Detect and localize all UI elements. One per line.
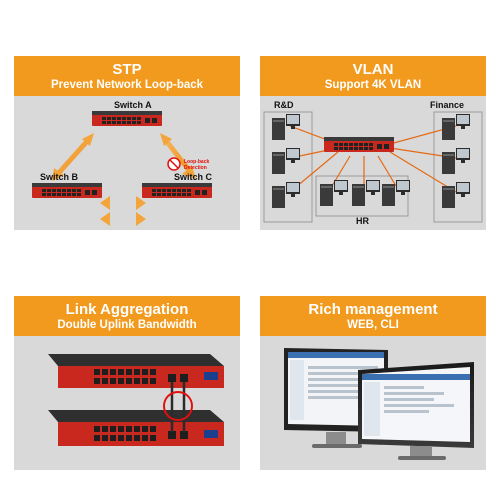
switch-c-icon [142,183,212,198]
group-finance-label: Finance [430,100,465,110]
group-hr-label: HR [356,216,369,226]
pc-hr-2-icon [352,180,380,206]
blocked-icon [167,157,181,171]
loopback-note-line1: Loop-back [184,159,210,165]
link-aggregation-title: Link Aggregation [65,300,189,318]
link-aggregation-diagram [48,354,224,446]
switch-b-icon [32,183,102,198]
back-monitor-icon [284,348,388,448]
aggregation-highlight-icon [163,391,193,421]
front-monitor-icon [358,362,474,460]
vlan-header: VLAN Support 4K VLAN [260,56,486,96]
pc-finance-1-icon [442,114,470,140]
link-aggregation-illustration [14,336,240,470]
vlan-title: VLAN [352,60,394,78]
loopback-note: Loop-back Detection [184,159,209,171]
switch-c-label: Switch C [174,172,213,182]
stp-diagram [32,111,212,226]
stp-illustration: Switch A Switch B Switch C Loop-back Det… [14,96,240,230]
management-illustration [260,336,486,470]
group-boxes [263,111,483,223]
stp-header: STP Prevent Network Loop-back [14,56,240,96]
pc-rd-2-icon [272,148,300,174]
vlan-illustration: R&D Finance HR [260,96,486,230]
link-arrow-ac-icon [160,133,196,179]
stp-subtitle: Prevent Network Loop-back [50,78,204,91]
link-aggregation-header: Link Aggregation Double Uplink Bandwidth [14,296,240,336]
stp-panel: STP Prevent Network Loop-back [14,56,240,230]
uplink-cables-icon [170,382,186,432]
upper-switch-icon [48,354,224,388]
loopback-note-line2: Detection [184,165,207,171]
management-diagram [284,348,474,460]
vlan-diagram [263,111,483,223]
link-arrow-ab-icon [52,133,94,181]
vlan-panel: VLAN Support 4K VLAN R&D [260,56,486,230]
switch-a-label: Switch A [114,100,152,110]
group-rd-label: R&D [274,100,294,110]
management-title: Rich management [308,300,438,318]
core-switch-icon [324,137,394,152]
link-aggregation-panel: Link Aggregation Double Uplink Bandwidth [14,296,240,470]
pc-finance-2-icon [442,148,470,174]
management-panel: Rich management WEB, CLI [260,296,486,470]
switch-a-icon [92,111,162,126]
switch-b-label: Switch B [40,172,79,182]
vlan-subtitle: Support 4K VLAN [324,78,422,91]
pc-hr-1-icon [320,180,348,206]
management-header: Rich management WEB, CLI [260,296,486,336]
stp-title: STP [112,60,142,78]
pc-hr-3-icon [382,180,410,206]
link-arrow-bc-icon [100,196,146,226]
link-aggregation-subtitle: Double Uplink Bandwidth [57,318,197,331]
pc-rd-3-icon [272,182,300,208]
lower-switch-icon [48,410,224,446]
pc-rd-1-icon [272,114,300,140]
management-subtitle: WEB, CLI [347,318,399,331]
